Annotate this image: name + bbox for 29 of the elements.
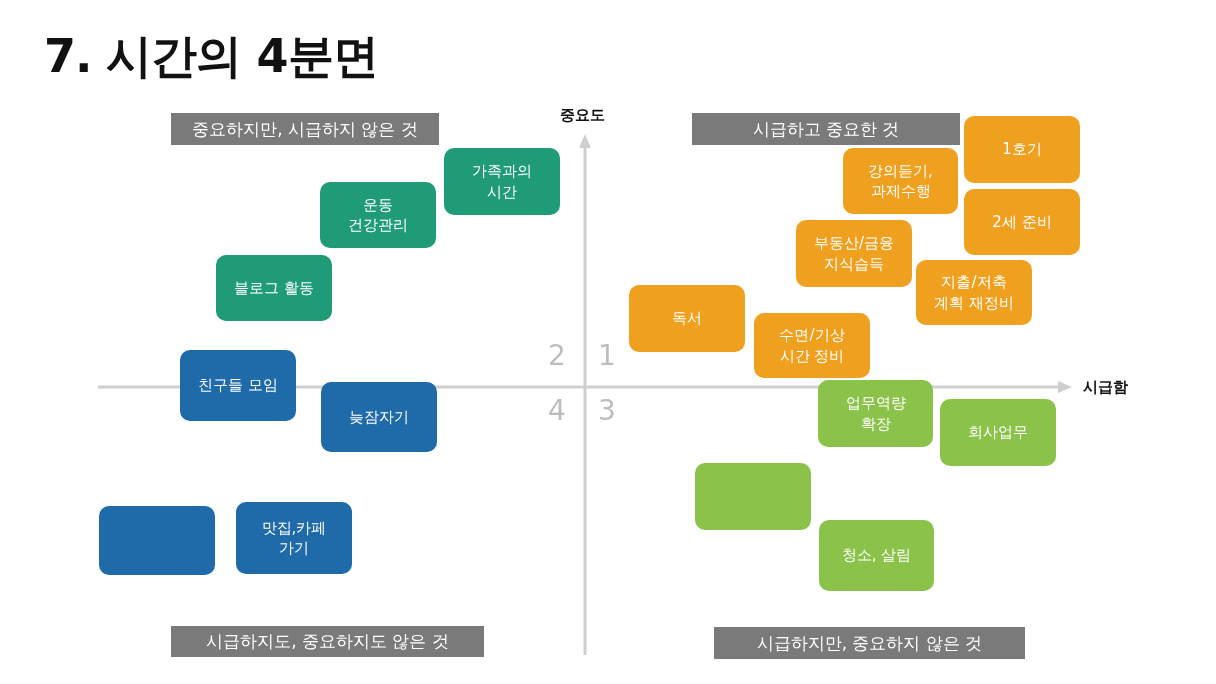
quadrant-number: 3: [598, 397, 616, 425]
axis-label: 시급함: [1083, 378, 1128, 396]
task-card: 청소, 살림: [819, 520, 934, 591]
quadrant-heading-band: 중요하지만, 시급하지 않은 것: [171, 113, 439, 145]
task-card: 1호기: [964, 116, 1080, 183]
task-card: 운동 건강관리: [320, 182, 436, 248]
quadrant-heading-band: 시급하지만, 중요하지 않은 것: [714, 627, 1025, 659]
task-card: 가족과의 시간: [444, 148, 560, 215]
task-card: 친구들 모임: [180, 350, 296, 421]
task-card: 2세 준비: [964, 189, 1080, 255]
quadrant-heading-band: 시급하고 중요한 것: [692, 113, 960, 145]
slide-title: 7. 시간의 4분면: [44, 28, 378, 85]
quadrant-number: 2: [548, 342, 566, 370]
quadrant-number: 4: [548, 397, 566, 425]
axis-label: 중요도: [560, 106, 605, 124]
task-card: 업무역량 확장: [818, 380, 933, 447]
task-card: 블로그 활동: [216, 255, 332, 321]
task-card: 회사업무: [940, 399, 1056, 466]
task-card: [99, 506, 215, 575]
task-card: 수면/기상 시간 정비: [754, 313, 870, 378]
task-card: 독서: [629, 285, 745, 352]
task-card: [695, 463, 811, 530]
quadrant-number: 1: [598, 342, 616, 370]
task-card: 맛집,카페 가기: [236, 502, 352, 574]
task-card: 늦잠자기: [321, 382, 437, 452]
quadrant-heading-band: 시급하지도, 중요하지도 않은 것: [171, 626, 484, 657]
task-card: 강의듣기, 과제수행: [843, 148, 958, 214]
task-card: 부동산/금융 지식습득: [796, 220, 912, 287]
task-card: 지출/저축 계획 재정비: [916, 260, 1032, 325]
